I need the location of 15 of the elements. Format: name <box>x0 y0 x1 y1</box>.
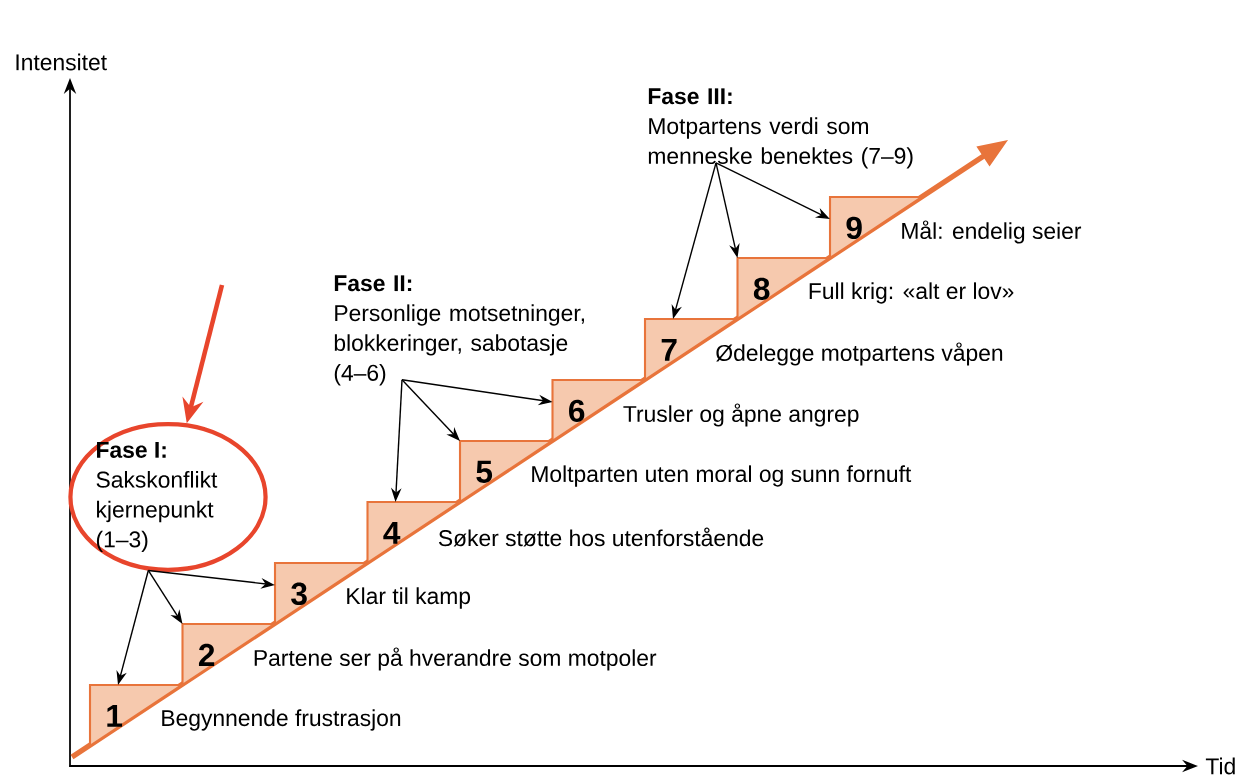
arrow <box>401 379 460 441</box>
step-caption: Ødelegge motpartens våpen <box>716 342 1003 366</box>
circled-text: Fase I: Sakskonflikt kjernepunkt (1–3) <box>68 422 268 572</box>
axis-label: Intensitet <box>16 53 107 71</box>
step-caption: Begynnende frustrasjon <box>162 709 401 731</box>
phase-text: Fase III: Motpartens verdi som menneske benektes (7–9) <box>648 88 913 169</box>
step-caption: Partene ser på hverandre som motpoler <box>254 647 657 671</box>
step-caption: Full krig: «alt er lov» <box>809 282 1014 304</box>
axis-label: Tid <box>1205 757 1235 775</box>
step-caption: Moltparten uten moral og sunn fornuft <box>532 465 912 487</box>
step-caption: Søker støtte hos utenforstående <box>438 527 764 547</box>
step-caption: Klar til kamp <box>347 587 471 609</box>
step-caption: Trusler og åpne angrep <box>623 403 859 427</box>
step-caption: Mål: endelig seier <box>902 220 1082 244</box>
phase-text: Fase II: Personlige motsetninger, blokkeringer, sabotasje (4–6) <box>334 275 584 386</box>
